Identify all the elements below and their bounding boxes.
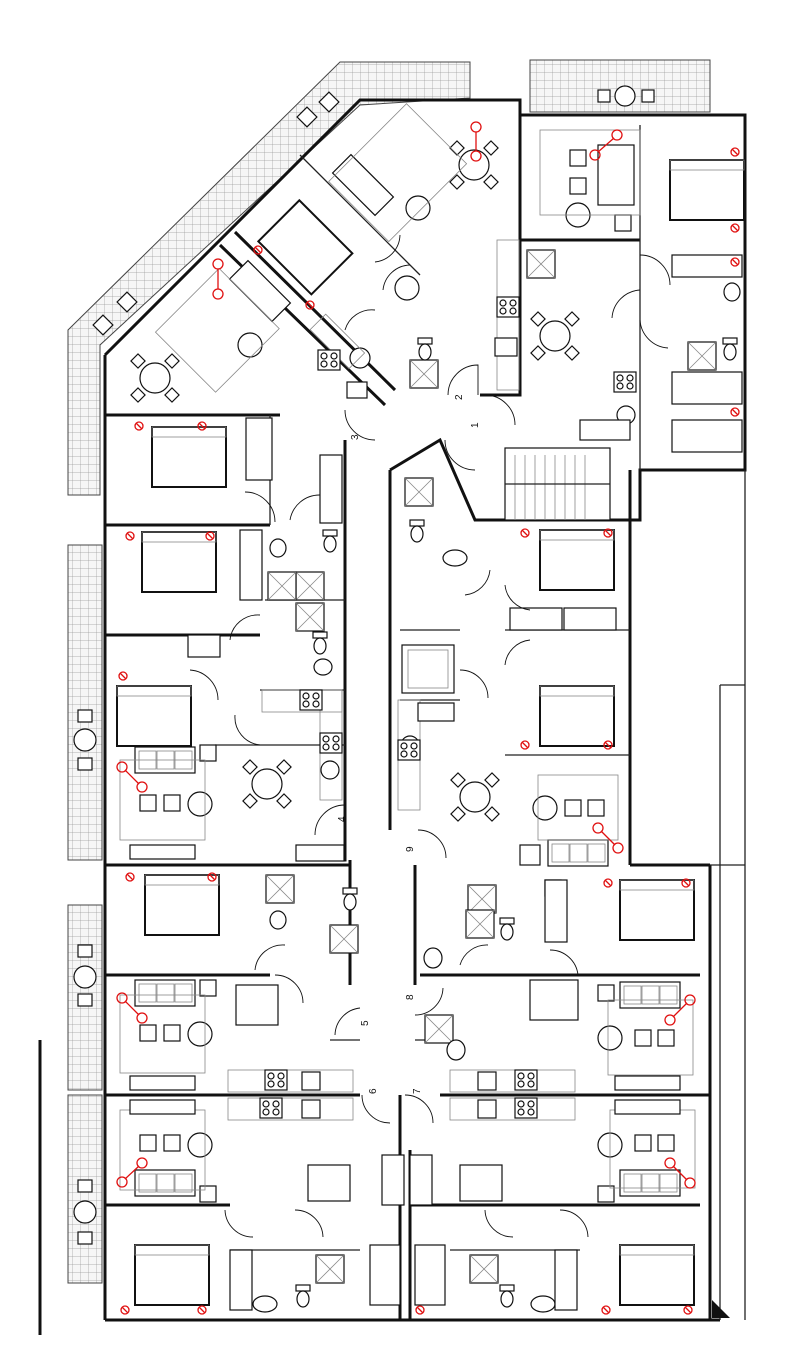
beds [116, 159, 745, 1306]
small-furniture [139, 149, 675, 1203]
terraces [67, 59, 711, 1284]
door-swings [189, 234, 671, 1238]
door-number-8: 8 [405, 994, 416, 1000]
door-number-2: 2 [454, 394, 465, 400]
door-number-6: 6 [368, 1088, 379, 1094]
dining-sets [235, 979, 579, 1202]
stairwell [504, 447, 611, 521]
corner-marker [712, 1300, 730, 1318]
door-number-1: 1 [470, 422, 481, 428]
door-number-5: 5 [360, 1020, 371, 1026]
door-number-3: 3 [350, 434, 361, 440]
door-number-4: 4 [337, 816, 348, 822]
terrace-furniture [73, 85, 655, 1245]
terrace-northwest [67, 61, 471, 496]
terrace-west-1 [67, 544, 103, 861]
sofas [134, 144, 681, 1197]
elevator [401, 644, 455, 694]
door-number-7: 7 [412, 1088, 423, 1094]
rugs [119, 103, 696, 1191]
kitchens [227, 239, 637, 1121]
door-number-labels: 1 2 3 4 5 6 7 8 9 [337, 394, 481, 1094]
door-number-9: 9 [405, 846, 416, 852]
exterior-walls [38, 98, 747, 1335]
bathrooms [129, 249, 741, 1313]
ventilation-symbols [116, 121, 740, 1315]
